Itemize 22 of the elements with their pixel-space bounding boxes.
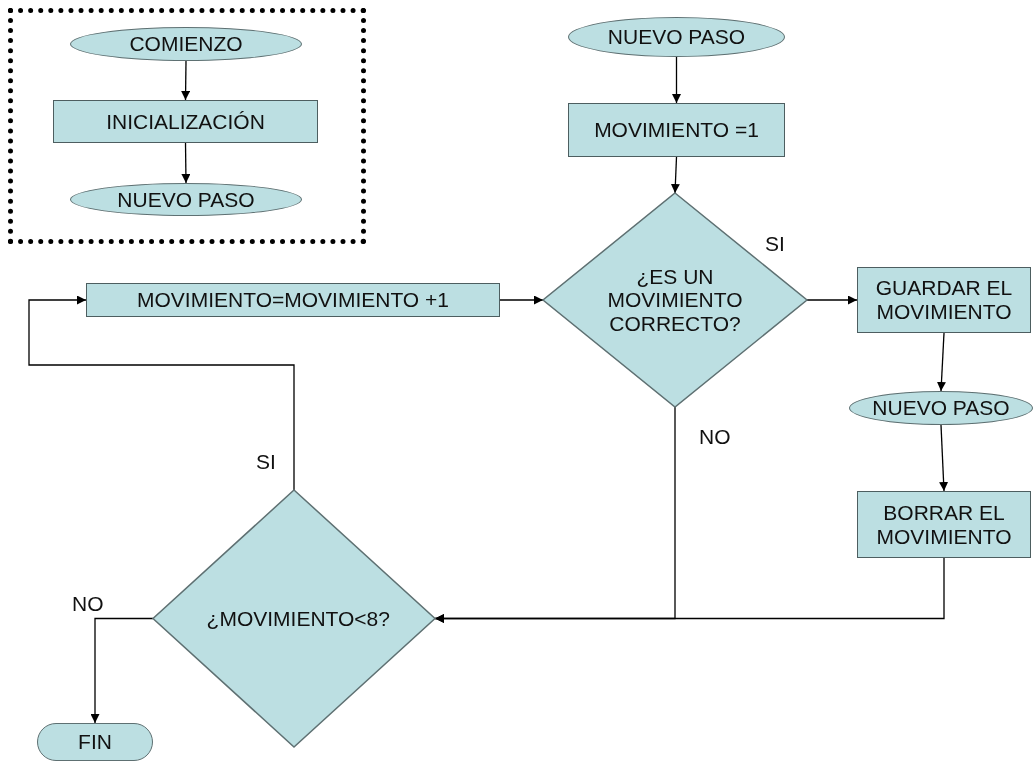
arrow <box>434 557 945 623</box>
arrow <box>90 617 154 724</box>
arrow <box>499 295 544 305</box>
terminal-oval: NUEVO PASO <box>849 391 1033 425</box>
terminal-oval: NUEVO PASO <box>568 17 785 57</box>
arrow <box>806 295 858 305</box>
process-box: GUARDAR EL MOVIMIENTO <box>857 267 1031 333</box>
arrow <box>181 142 191 184</box>
arrow <box>672 56 681 104</box>
decision-diamond: ¿MOVIMIENTO<8? <box>153 490 435 747</box>
process-box: MOVIMIENTO =1 <box>568 103 785 157</box>
arrow <box>181 60 191 101</box>
process-box: MOVIMIENTO=MOVIMIENTO +1 <box>86 283 500 317</box>
terminal-oval: NUEVO PASO <box>70 183 302 216</box>
arrow <box>670 156 680 194</box>
process-box: INICIALIZACIÓN <box>53 100 318 143</box>
dotted-frame <box>8 8 366 244</box>
arrow <box>939 424 949 492</box>
terminal-oval: COMIENZO <box>70 27 302 61</box>
process-box: BORRAR EL MOVIMIENTO <box>857 491 1031 558</box>
arrow <box>936 332 946 392</box>
arrow <box>28 295 295 491</box>
